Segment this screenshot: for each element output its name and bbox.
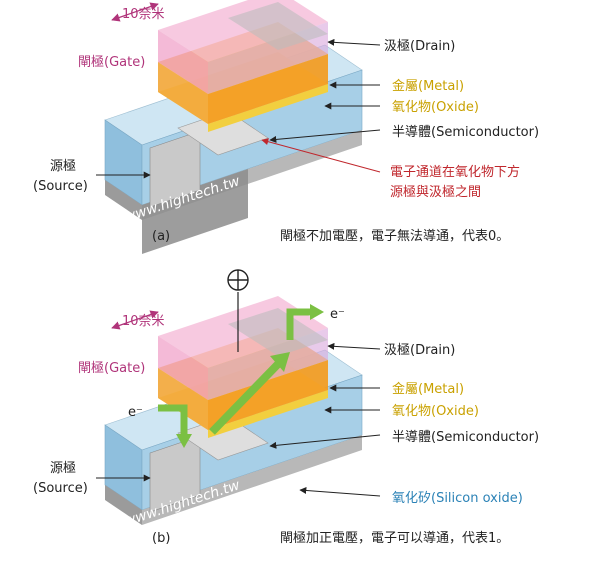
description-b: 閘極加正電壓，電子可以導通，代表1。	[280, 530, 509, 546]
metal-label-b: 金屬(Metal)	[392, 381, 464, 397]
size-arrow-b	[111, 310, 159, 330]
electron-out-label: e⁻	[330, 307, 345, 322]
caption-b: (b)	[152, 531, 170, 546]
size-label-a: 10奈米	[122, 7, 165, 22]
source-label-b-line1: 源極	[50, 460, 76, 476]
gate-label-a: 閘極(Gate)	[78, 54, 145, 70]
channel-note-line2: 源極與汲極之間	[390, 184, 481, 200]
size-arrow-a	[111, 2, 159, 22]
drain-label-b: 汲極(Drain)	[384, 342, 455, 358]
gate-block-b	[158, 296, 328, 400]
silicon-oxide-label: 氧化矽(Silicon oxide)	[392, 491, 523, 506]
semiconductor-label-b: 半導體(Semiconductor)	[392, 430, 539, 445]
panel-b: 10奈米 閘極(Gate) e⁻ e⁻ 汲極(Drain) 金屬(Metal) …	[33, 269, 539, 546]
caption-a: (a)	[152, 229, 170, 244]
drain-label-a: 汲極(Drain)	[384, 38, 455, 54]
electron-path-icon	[158, 304, 324, 448]
oxide-label-a: 氧化物(Oxide)	[392, 100, 479, 115]
source-label-b-line2: (Source)	[33, 481, 88, 496]
positive-terminal-icon	[227, 269, 249, 291]
oxide-label-b: 氧化物(Oxide)	[392, 404, 479, 419]
source-label-a-line1: 源極	[50, 158, 76, 174]
size-label-b: 10奈米	[122, 314, 165, 329]
panel-a: 10奈米 閘極(Gate) 汲極(Drain) 金屬(Metal) 氧化物(Ox…	[33, 0, 539, 254]
metal-label-a: 金屬(Metal)	[392, 78, 464, 94]
semiconductor-label-a: 半導體(Semiconductor)	[392, 125, 539, 140]
gate-block-a	[158, 0, 328, 94]
gate-label-b: 閘極(Gate)	[78, 360, 145, 376]
channel-note-line1: 電子通道在氧化物下方	[390, 164, 520, 180]
description-a: 閘極不加電壓，電子無法導通，代表0。	[280, 228, 509, 244]
source-label-a-line2: (Source)	[33, 179, 88, 194]
electron-in-label: e⁻	[128, 405, 143, 420]
